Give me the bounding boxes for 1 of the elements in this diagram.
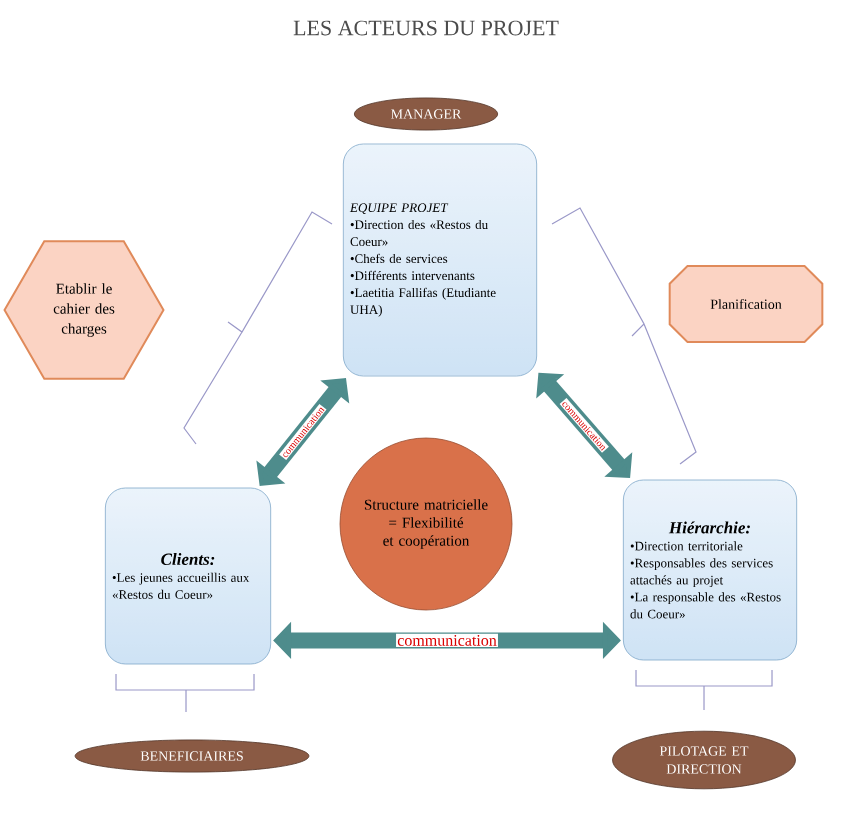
title: LES ACTEURS DU PROJET (293, 20, 559, 36)
